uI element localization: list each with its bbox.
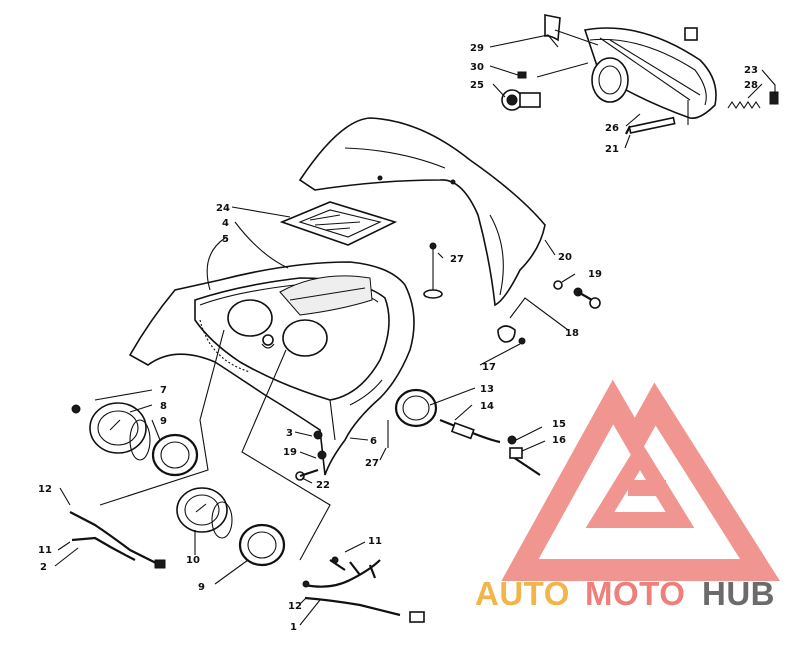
callout-11-right: 11 <box>368 536 382 547</box>
windshield <box>298 117 546 307</box>
callout-6: 6 <box>370 436 377 447</box>
callout-12-right: 12 <box>288 601 302 612</box>
callout-28: 28 <box>744 80 758 91</box>
wire-harness-2 <box>69 511 166 569</box>
mount-bolt-18 <box>553 280 601 309</box>
gauge-ring-9a <box>151 433 199 477</box>
callout-9-upper: 9 <box>160 416 167 427</box>
leader-lines <box>54 34 776 626</box>
adjust-screw-21 <box>625 116 676 135</box>
callout-7: 7 <box>160 385 167 396</box>
watermark-auto: AUTO <box>475 575 570 612</box>
mount-washer-27a <box>423 242 443 299</box>
cable-end-16 <box>507 435 541 476</box>
callout-30: 30 <box>470 62 484 73</box>
callout-24: 24 <box>216 203 230 214</box>
callout-27-top: 27 <box>450 254 464 265</box>
gauge-ring-9b <box>238 523 286 567</box>
callout-19-left: 19 <box>283 447 297 458</box>
callout-11-left: 11 <box>38 545 52 556</box>
callout-25: 25 <box>470 80 484 91</box>
callout-2: 2 <box>40 562 47 573</box>
headlight-bulb-socket <box>501 89 541 111</box>
watermark-wordmark: AUTO MOTO HUB <box>475 575 775 612</box>
callout-13: 13 <box>480 384 494 395</box>
callout-26: 26 <box>605 123 619 134</box>
headlight-assembly <box>544 14 717 125</box>
watermark-hub: HUB <box>702 575 775 612</box>
callout-4: 4 <box>222 218 229 229</box>
tachometer-gauge <box>71 402 151 461</box>
callout-5: 5 <box>222 234 229 245</box>
grommet-17 <box>497 325 526 345</box>
callout-15: 15 <box>552 419 566 430</box>
callout-9-lower: 9 <box>198 582 205 593</box>
callout-8: 8 <box>160 401 167 412</box>
trim-ring-13 <box>394 388 438 428</box>
callout-22: 22 <box>316 480 330 491</box>
callout-27-lower: 27 <box>365 458 379 469</box>
mount-hardware-22 <box>295 420 389 481</box>
callout-21: 21 <box>605 144 619 155</box>
callout-23: 23 <box>744 65 758 76</box>
callout-20: 20 <box>558 252 572 263</box>
watermark-logo-icon <box>501 379 780 581</box>
wire-harness-1 <box>302 556 425 623</box>
callout-29: 29 <box>470 43 484 54</box>
decal-plate-24 <box>279 201 398 246</box>
callout-16: 16 <box>552 435 566 446</box>
callout-3: 3 <box>286 428 293 439</box>
speedometer-cable-14 <box>439 418 501 444</box>
clip-30 <box>517 71 527 79</box>
callout-17: 17 <box>482 362 496 373</box>
callout-19-right: 19 <box>588 269 602 280</box>
callout-1: 1 <box>290 622 297 633</box>
speedometer-gauge <box>176 487 233 539</box>
callout-14: 14 <box>480 401 494 412</box>
callout-10: 10 <box>186 555 200 566</box>
instrument-console <box>128 261 415 476</box>
watermark-moto: MOTO <box>585 575 685 612</box>
callout-12-left: 12 <box>38 484 52 495</box>
callout-labels: 29 30 25 26 21 23 28 24 4 5 27 20 19 18 … <box>38 43 758 633</box>
adjust-spring-28 <box>727 91 779 109</box>
callout-18: 18 <box>565 328 579 339</box>
